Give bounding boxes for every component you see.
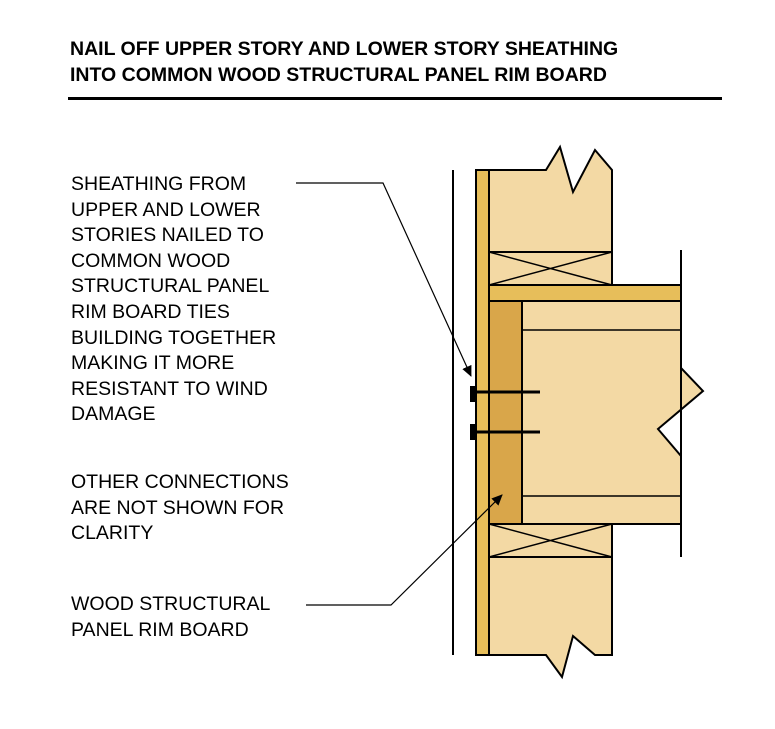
title-underline [68,97,722,100]
lower-top-plate-x [488,523,613,558]
other-connections-note-line: OTHER CONNECTIONS [71,471,289,493]
sheathing-note-line: COMMON WOOD [71,249,231,272]
rim-board-note-line: WOOD STRUCTURAL [71,593,271,615]
sheathing-note-line: SHEATHING FROM [71,173,247,195]
floor-sheathing [488,284,682,302]
floor-joist [521,300,705,525]
lower-stud [488,556,613,680]
upper-stud [488,144,613,253]
sheathing-note: SHEATHING FROM UPPER AND LOWER STORIES N… [71,172,276,428]
title-line-1: NAIL OFF UPPER STORY AND LOWER STORY SHE… [70,38,619,60]
title-line-2: INTO COMMON WOOD STRUCTURAL PANEL RIM BO… [70,64,607,86]
other-connections-note-line: ARE NOT SHOWN FOR [71,496,285,519]
rim-board-note: WOOD STRUCTURAL PANEL RIM BOARD [71,592,270,643]
rim-board [488,300,523,525]
sheathing-note-line: RESISTANT TO WIND [71,377,268,400]
nail-upper [470,386,540,402]
other-connections-note-line: CLARITY [71,522,154,545]
rim-board-leader [306,494,503,606]
sheathing-note-line: MAKING IT MORE [71,352,235,375]
detail-title: NAIL OFF UPPER STORY AND LOWER STORY SHE… [70,36,750,88]
sheathing-note-line: RIM BOARD TIES [71,300,230,323]
sheathing-leader [296,182,472,377]
sheathing-note-line: DAMAGE [71,403,156,426]
sheathing-note-line: UPPER AND LOWER [71,198,261,221]
upper-bottom-plate-x [488,251,613,286]
wall-sheathing [475,169,490,656]
other-connections-note: OTHER CONNECTIONS ARE NOT SHOWN FOR CLAR… [71,470,289,547]
rim-board-note-line: PANEL RIM BOARD [71,618,249,641]
sheathing-note-line: STORIES NAILED TO [71,224,264,247]
nail-lower [470,424,540,440]
sheathing-note-line: BUILDING TOGETHER [71,326,277,349]
sheathing-note-line: STRUCTURAL PANEL [71,275,270,298]
